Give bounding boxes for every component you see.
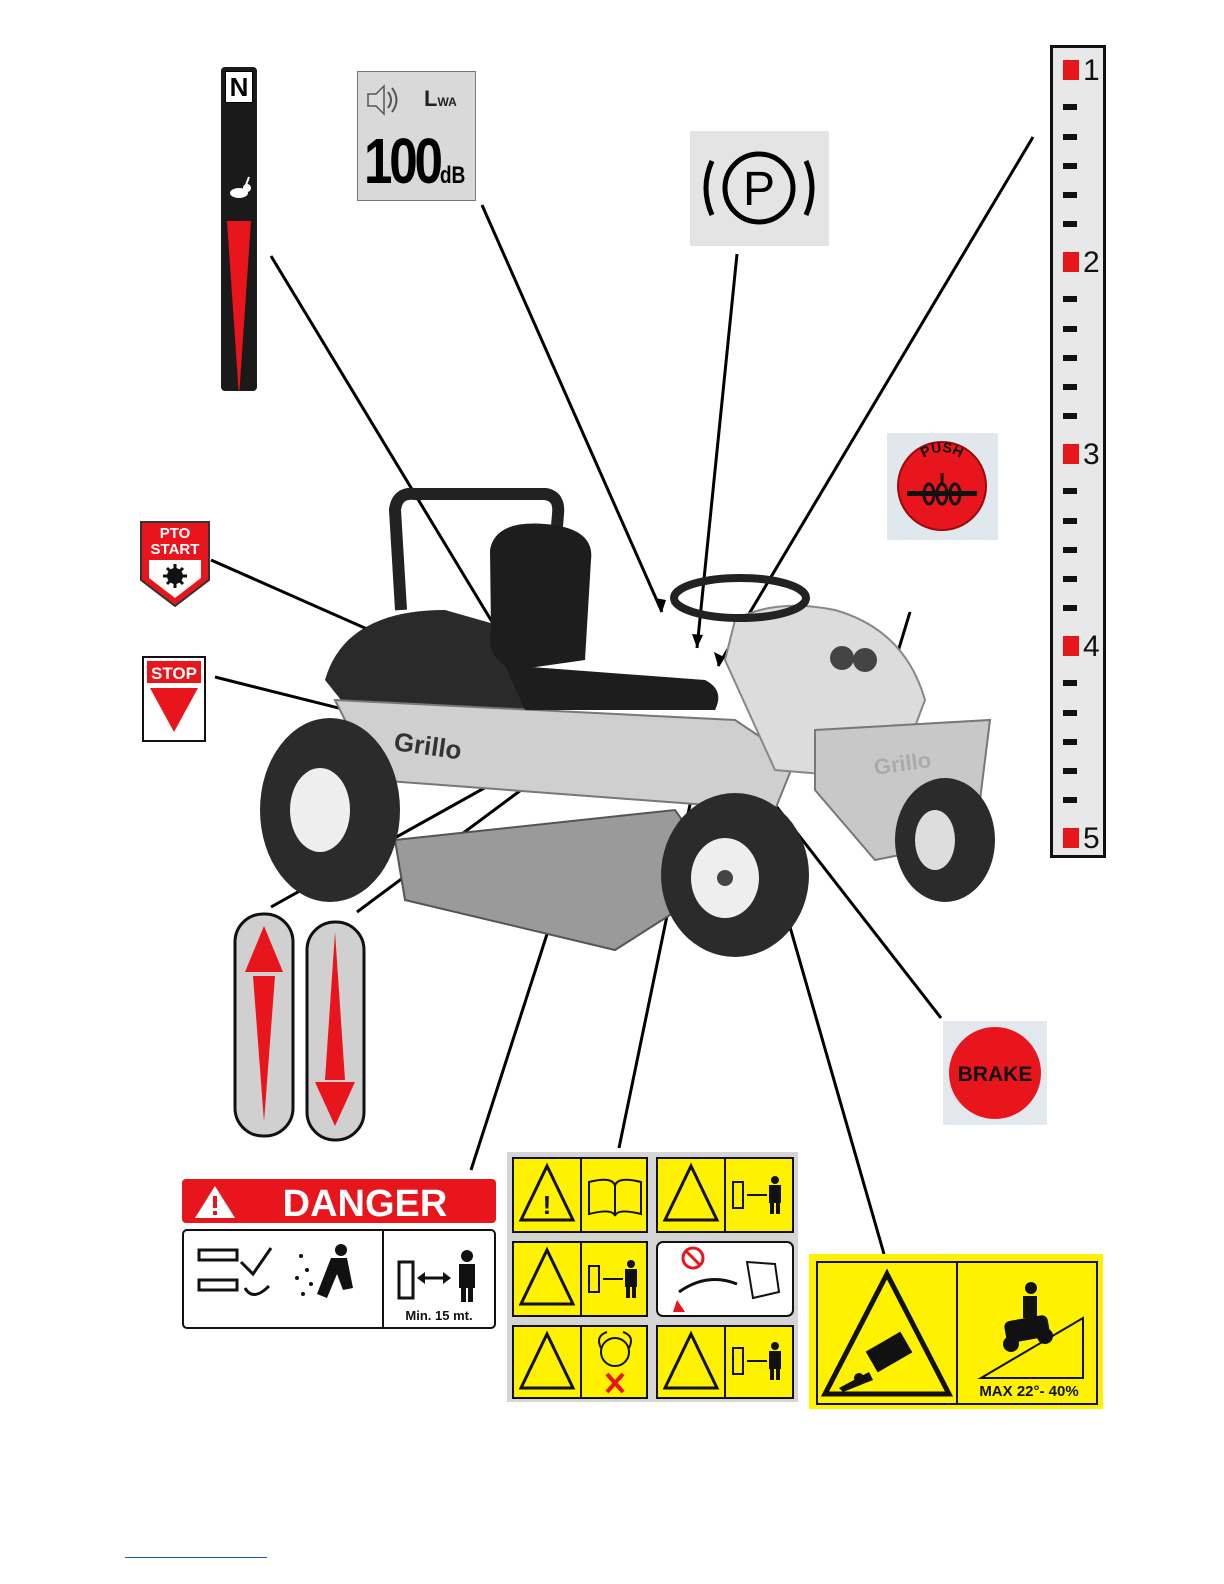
stop-label: STOP	[151, 664, 197, 683]
brake-label: BRAKE	[958, 1063, 1033, 1086]
parking-brake-icon: P	[690, 131, 829, 246]
lwa-label: LWA	[424, 86, 457, 112]
ride-on-mower-illustration: Grillo Grillo	[255, 480, 1005, 960]
rollover-warning-icon	[825, 1274, 949, 1394]
cutting-height-ruler: 1 2 3 4 5	[1050, 45, 1106, 858]
noise-level-decal: LWA 100dB	[357, 71, 476, 201]
mower-on-slope-icon	[1003, 1282, 1053, 1352]
stop-decal: STOP	[142, 656, 206, 742]
parking-brake-decal: P	[690, 131, 829, 246]
ruler-label-4: 4	[1083, 630, 1100, 664]
pto-label: PTO	[160, 525, 191, 542]
ruler-label-2: 2	[1083, 246, 1100, 280]
slope-limit-label: MAX 22°- 40%	[979, 1383, 1078, 1400]
speed-wedge-icon	[227, 221, 251, 391]
pto-start-decal: PTO START	[139, 520, 211, 608]
ruler-label-5: 5	[1083, 822, 1100, 856]
danger-title: DANGER	[283, 1183, 448, 1225]
noise-value: 100dB	[364, 124, 465, 198]
slope-warning-decal: MAX 22°- 40%	[809, 1254, 1103, 1409]
start-label: START	[151, 541, 200, 558]
footer-rule	[125, 1557, 267, 1558]
safety-pictogram-sheet: !	[507, 1152, 798, 1402]
neutral-label: N	[225, 71, 253, 103]
speed-control-decal: N	[221, 67, 257, 391]
danger-decal: DANGER Min. 15 mt.	[181, 1178, 497, 1330]
svg-text:P: P	[743, 163, 775, 216]
brake-decal: BRAKE	[943, 1021, 1047, 1125]
speaker-icon	[364, 80, 404, 120]
svg-text:!: !	[543, 1190, 552, 1220]
ruler-label-1: 1	[1083, 54, 1100, 88]
distance-label: Min. 15 mt.	[405, 1308, 472, 1323]
ruler-label-3: 3	[1083, 438, 1100, 472]
hare-tortoise-speed-icon	[221, 105, 257, 391]
